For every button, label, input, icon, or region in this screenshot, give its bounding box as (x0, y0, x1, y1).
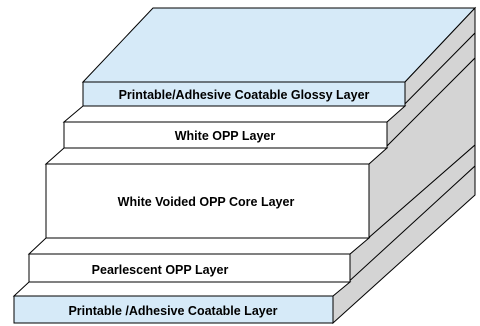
layer-front-bottom (13, 295, 334, 324)
step-face-4 (12, 281, 352, 297)
step-face-2 (44, 147, 389, 165)
layer-label-bottom: Printable /Adhesive Coatable Layer (68, 304, 277, 318)
step-face-1 (62, 105, 407, 123)
layer-label-pearlescent: Pearlescent OPP Layer (92, 263, 229, 277)
step-face-3 (27, 237, 371, 255)
layer-front-pearlescent (28, 253, 351, 283)
layer-label-core: White Voided OPP Core Layer (118, 195, 295, 209)
layer-label-white-opp: White OPP Layer (175, 129, 276, 143)
layer-front-glossy (82, 81, 406, 107)
layer-front-core (45, 163, 370, 239)
layer-label-glossy: Printable/Adhesive Coatable Glossy Layer (119, 88, 370, 102)
layer-front-white-opp (63, 121, 388, 149)
